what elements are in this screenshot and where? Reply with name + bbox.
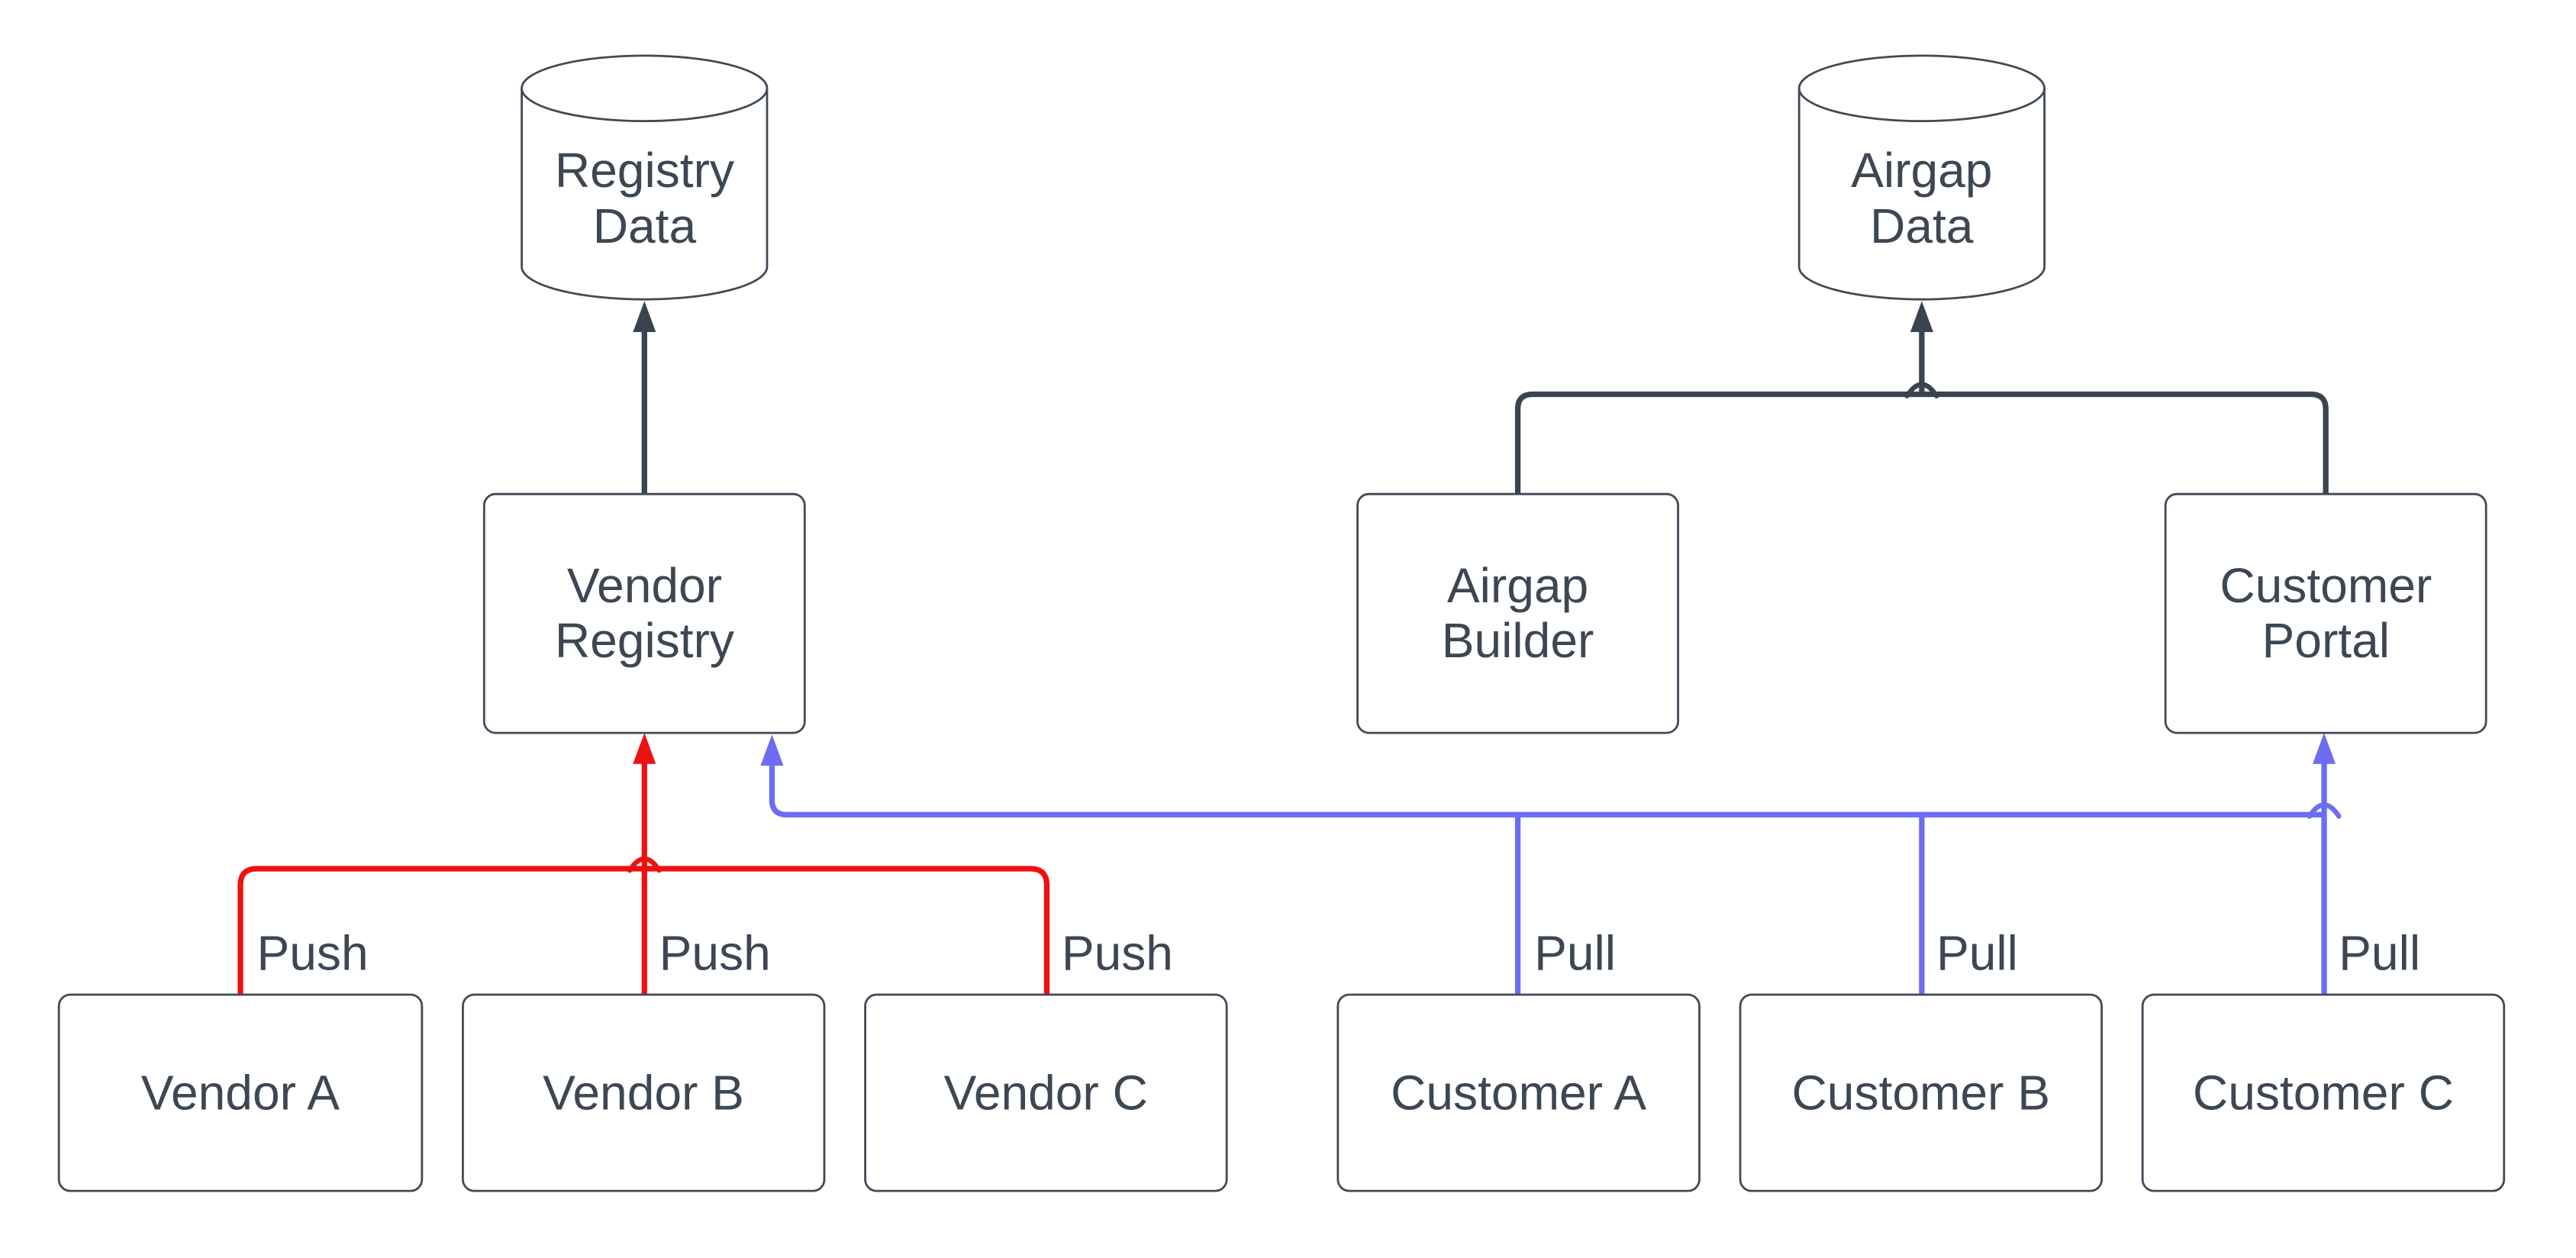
edge-builder-and-portal-to-airgap-data [1514,301,2329,495]
customer-b-node [1739,993,2103,1192]
edge-vendor-registry-to-registry-data [633,301,656,495]
arrowhead-up-icon [633,301,656,333]
edge-line [769,763,2324,818]
arrowhead-up-icon [760,734,784,766]
arrowhead-up-icon [2313,733,2336,764]
edge-customers-pull [760,733,2342,995]
arrowhead-up-icon [1910,301,1933,333]
arrowhead-up-icon [633,733,656,764]
cylinder-body [1797,88,2046,301]
cylinder-body [521,88,769,301]
customer-c-node [2141,993,2506,1192]
edge-line [1514,391,2329,495]
customer-portal-node [2164,492,2487,734]
customer-a-node [1336,993,1701,1192]
vendor-c-node [864,993,1228,1192]
registry-data-cylinder [521,54,769,301]
airgap-data-cylinder [1797,54,2046,301]
vendor-a-node [57,993,424,1192]
airgap-builder-node [1356,492,1679,734]
cylinder-top [521,54,769,122]
vendor-registry-node [482,492,806,734]
junction-hop-icon [2307,802,2342,819]
cylinder-top [1797,54,2046,122]
junction-hop-icon [1904,382,1939,398]
edge-vendors-push-to-vendor-registry [237,733,1050,995]
junction-hop-icon [627,856,662,873]
vendor-b-node [462,993,826,1192]
